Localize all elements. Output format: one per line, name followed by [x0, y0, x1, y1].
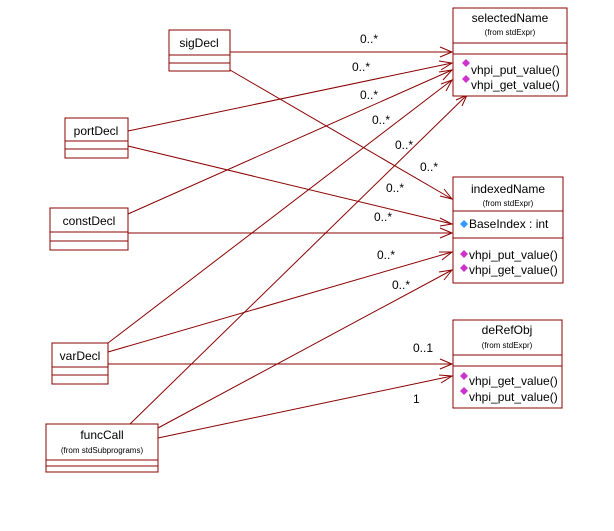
class-name: sigDecl — [179, 36, 218, 50]
mult-vardecl-selectedname: 0..* — [372, 113, 390, 127]
class-name: portDecl — [74, 124, 119, 138]
method-label: vhpi_put_value() — [469, 248, 558, 262]
edge-sigdecl-indexedname[interactable] — [229, 69, 453, 200]
edge-portdecl-indexedname[interactable] — [127, 145, 453, 225]
class-name: selectedName — [472, 11, 549, 25]
mult-portdecl-selectedname: 0..* — [352, 60, 370, 74]
class-sigdecl[interactable]: sigDecl — [168, 29, 231, 72]
class-funccall[interactable]: funcCall (from stdSubprograms) — [45, 423, 159, 473]
method-diamond-icon — [460, 250, 468, 258]
class-name: deRefObj — [482, 323, 533, 337]
method-label: vhpi_get_value() — [471, 78, 560, 92]
mult-portdecl-indexedname: 0..* — [386, 181, 404, 195]
method-diamond-icon — [462, 75, 470, 83]
edge-vardecl-selectedname[interactable] — [107, 79, 453, 344]
mult-constdecl-indexedname: 0..* — [374, 210, 392, 224]
method-label: vhpi_get_value() — [469, 263, 558, 277]
multiplicity-labels: 0..* 0..* 0..* 0..* 0..* 0..* 0..* 0..* … — [352, 32, 438, 406]
class-stereotype: (from stdExpr) — [483, 199, 534, 208]
mult-vardecl-derefobj: 0..1 — [413, 341, 433, 355]
method-diamond-icon — [460, 372, 468, 380]
edge-funccall-indexedname[interactable] — [157, 269, 453, 429]
method-diamond-icon — [460, 387, 468, 395]
mult-funccall-selectedname: 0..* — [395, 138, 413, 152]
class-constdecl[interactable]: constDecl — [49, 207, 129, 251]
edge-constdecl-selectedname[interactable] — [127, 69, 453, 215]
class-name: indexedName — [471, 182, 545, 196]
class-selectedname[interactable]: selectedName (from stdExpr) vhpi_put_val… — [452, 7, 568, 97]
edge-funccall-derefobj[interactable] — [157, 375, 453, 439]
method-diamond-icon — [460, 264, 468, 272]
association-edges — [107, 46, 469, 439]
attribute-diamond-icon — [460, 220, 468, 228]
mult-sigdecl-indexedname: 0..* — [420, 160, 438, 174]
class-derefobj[interactable]: deRefObj (from stdExpr) vhpi_get_value()… — [452, 319, 563, 409]
method-label: vhpi_put_value() — [471, 63, 560, 77]
mult-funccall-indexedname: 0..* — [392, 278, 410, 292]
attribute-label: BaseIndex : int — [469, 217, 549, 231]
mult-vardecl-indexedname: 0..* — [377, 248, 395, 262]
class-indexedname[interactable]: indexedName (from stdExpr) BaseIndex : i… — [452, 176, 564, 284]
class-stereotype: (from stdSubprograms) — [61, 446, 144, 455]
class-stereotype: (from stdExpr) — [482, 341, 533, 350]
class-name: constDecl — [63, 214, 116, 228]
mult-funccall-derefobj: 1 — [413, 392, 420, 406]
method-diamond-icon — [462, 59, 470, 67]
mult-constdecl-selectedname: 0..* — [360, 88, 378, 102]
class-stereotype: (from stdExpr) — [485, 28, 536, 37]
mult-sigdecl-selectedname: 0..* — [360, 32, 378, 46]
edge-portdecl-selectedname[interactable] — [127, 62, 453, 132]
class-name: funcCall — [80, 428, 123, 442]
class-vardecl[interactable]: varDecl — [51, 342, 109, 385]
edge-funccall-selectedname[interactable] — [129, 94, 468, 425]
method-label: vhpi_get_value() — [469, 374, 558, 388]
class-portdecl[interactable]: portDecl — [64, 117, 129, 159]
class-name: varDecl — [60, 349, 101, 363]
edge-vardecl-indexedname[interactable] — [107, 251, 453, 353]
method-label: vhpi_put_value() — [469, 390, 558, 404]
